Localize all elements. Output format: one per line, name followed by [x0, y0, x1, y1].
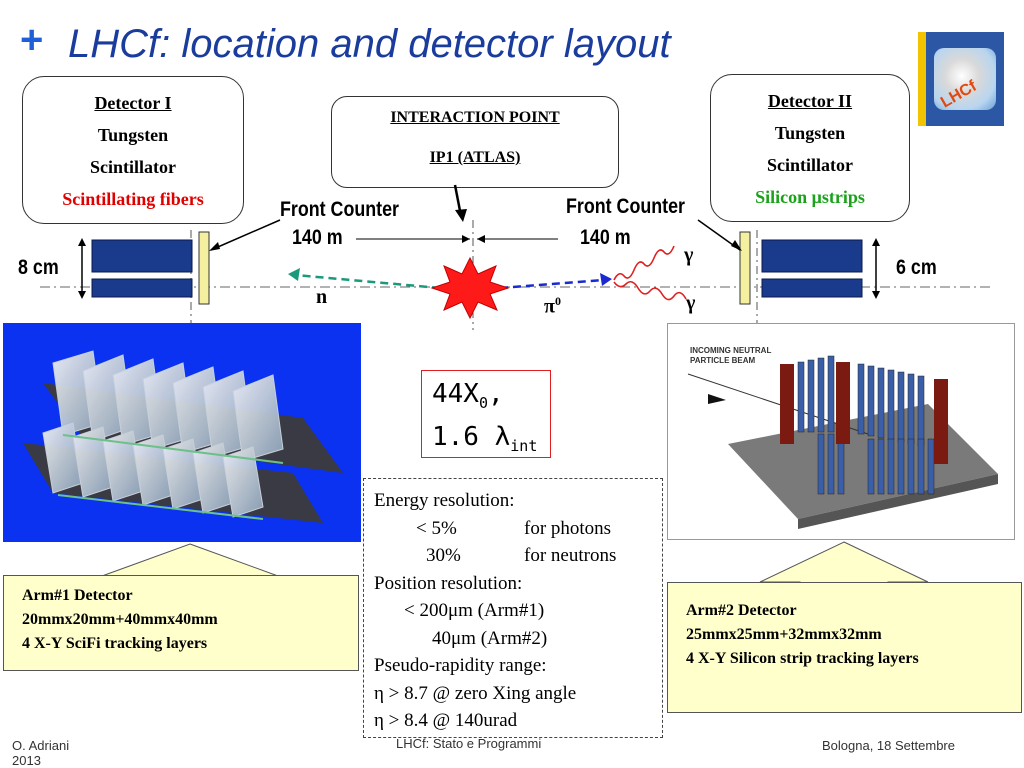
right-front-counter [739, 231, 751, 305]
radiation-length-box: 44X0, 1.6 λint [421, 370, 551, 458]
gamma-label-bottom: γ [686, 292, 696, 314]
detector1-line2: Scintillator [90, 157, 176, 177]
arm2-line2: 25mmx25mm+32mmx32mm [686, 626, 882, 643]
gamma-label-top: γ [684, 244, 694, 266]
energy-heading: Energy resolution: [374, 490, 515, 511]
arm1-line2: 20mmx20mm+40mmx40mm [22, 611, 218, 628]
left-distance-arrow-head [462, 235, 470, 243]
detector2-line1: Tungsten [774, 123, 846, 143]
arm2-render-image: INCOMING NEUTRAL PARTICLE BEAM [667, 323, 1015, 540]
radiation-line2: 1.6 λint [432, 420, 540, 463]
interaction-point-box: INTERACTION POINT IP1 (ATLAS) [331, 96, 619, 188]
eta-140urad: η > 8.4 @ 140urad [374, 710, 518, 731]
position-arm2: 40μm (Arm#2) [432, 627, 548, 649]
rapidity-heading: Pseudo-rapidity range: [374, 655, 547, 676]
detector1-line1: Tungsten [97, 125, 169, 145]
arm1-callout-arrow [101, 543, 279, 578]
footer-author: O. Adriani [12, 738, 70, 753]
left-detector-upper [91, 239, 193, 273]
ip-sub: IP1 (ATLAS) [429, 149, 521, 166]
ip-pointer-head [455, 209, 467, 222]
detector1-line3: Scintillating fibers [62, 189, 204, 209]
right-size-arrow-head-bottom [872, 291, 880, 299]
photon-value: < 5% [416, 517, 457, 539]
arm2-caption-box: Arm#2 Detector 25mmx25mm+32mmx32mm 4 X-Y… [667, 582, 1022, 713]
logo-image: LHCf [934, 48, 996, 112]
arm1-line1: Arm#1 Detector [22, 587, 133, 604]
beam-label-2: PARTICLE BEAM [690, 356, 756, 365]
detector1-heading: Detector I [94, 93, 172, 113]
position-arm1: < 200μm (Arm#1) [404, 600, 545, 621]
photon-label: for photons [524, 517, 612, 539]
right-detector-lower [761, 278, 863, 298]
pion-symbol: π [544, 295, 555, 318]
detector2-line2: Scintillator [767, 155, 853, 175]
pion-track [499, 278, 605, 290]
eta-zero-crossing: η > 8.7 @ zero Xing angle [374, 682, 577, 704]
position-heading: Position resolution: [374, 572, 523, 594]
radiation-sub2: int [510, 437, 538, 456]
arm1-render-drawing [23, 350, 343, 523]
right-counter-pointer-head [731, 240, 742, 251]
lhcf-logo: LHCf [918, 32, 1004, 126]
pion-superscript: 0 [554, 294, 561, 308]
neutron-value: 30% [426, 545, 461, 566]
radiation-sub1: 0 [478, 394, 488, 413]
left-size-arrow-head-top [78, 238, 86, 246]
neutron-label: for neutrons [524, 545, 617, 566]
energy-neutron-row: 30% for neutrons [374, 542, 652, 570]
radiation-comma: , [488, 379, 504, 409]
neutron-arrow-head [288, 268, 300, 281]
size-label-right: 6 cm [896, 256, 937, 279]
right-detector-upper [761, 239, 863, 273]
left-size-arrow-head-bottom [78, 291, 86, 299]
radiation-value1: 44X [432, 379, 479, 409]
slide-title: LHCf: location and detector layout [68, 22, 671, 66]
left-detector-lower [91, 278, 193, 298]
arm1-caption-box: Arm#1 Detector 20mmx20mm+40mmx40mm 4 X-Y… [3, 575, 359, 671]
radiation-value2: 1.6 λ [432, 422, 511, 453]
ip-heading: INTERACTION POINT [390, 109, 560, 126]
title-bullet: + [20, 18, 44, 62]
interaction-explosion [430, 256, 510, 320]
neutron-label: n [316, 286, 328, 308]
arm2-callout-arrow [759, 541, 929, 584]
detector2-box: Detector II Tungsten Scintillator Silico… [710, 74, 910, 222]
arm2-line1: Arm#2 Detector [686, 602, 797, 619]
pion-label: π0 [544, 294, 561, 319]
specs-box: Energy resolution: < 5% for photons 30% fo… [363, 478, 663, 738]
photon-lower-track [613, 280, 687, 301]
detector2-line3: Silicon μstrips [755, 187, 865, 207]
footer-right: Bologna, 18 Settembre [822, 738, 955, 753]
front-counter-label-left: Front Counter [280, 198, 399, 221]
neutron-track [294, 273, 441, 290]
front-counter-label-right: Front Counter [566, 195, 685, 218]
photon-upper-track [613, 245, 675, 281]
arm1-render-image [3, 323, 361, 542]
arm2-line3: 4 X-Y Silicon strip tracking layers [686, 650, 919, 667]
arm2-render-drawing [687, 355, 998, 529]
radiation-line1: 44X0, [432, 377, 540, 420]
left-counter-pointer-head [209, 242, 220, 251]
footer-center: LHCf: Stato e Programmi [396, 736, 542, 751]
left-front-counter [198, 231, 210, 305]
left-counter-pointer [210, 219, 281, 251]
detector1-box: Detector I Tungsten Scintillator Scintil… [22, 76, 244, 224]
detector2-heading: Detector II [767, 91, 853, 111]
arm1-line3: 4 X-Y SciFi tracking layers [22, 635, 208, 652]
distance-label-left: 140 m [292, 226, 343, 249]
beam-label-1: INCOMING NEUTRAL [690, 346, 772, 355]
distance-label-right: 140 m [580, 226, 631, 249]
energy-photon-row: < 5% for photons [374, 515, 652, 543]
right-size-arrow-head-top [872, 238, 880, 246]
logo-text: LHCf [938, 77, 980, 112]
right-distance-arrow-head [477, 235, 485, 243]
size-label-left: 8 cm [18, 256, 59, 279]
footer-year: 2013 [12, 753, 41, 768]
layout-diagram [40, 184, 990, 330]
pion-arrow-head [600, 273, 612, 286]
